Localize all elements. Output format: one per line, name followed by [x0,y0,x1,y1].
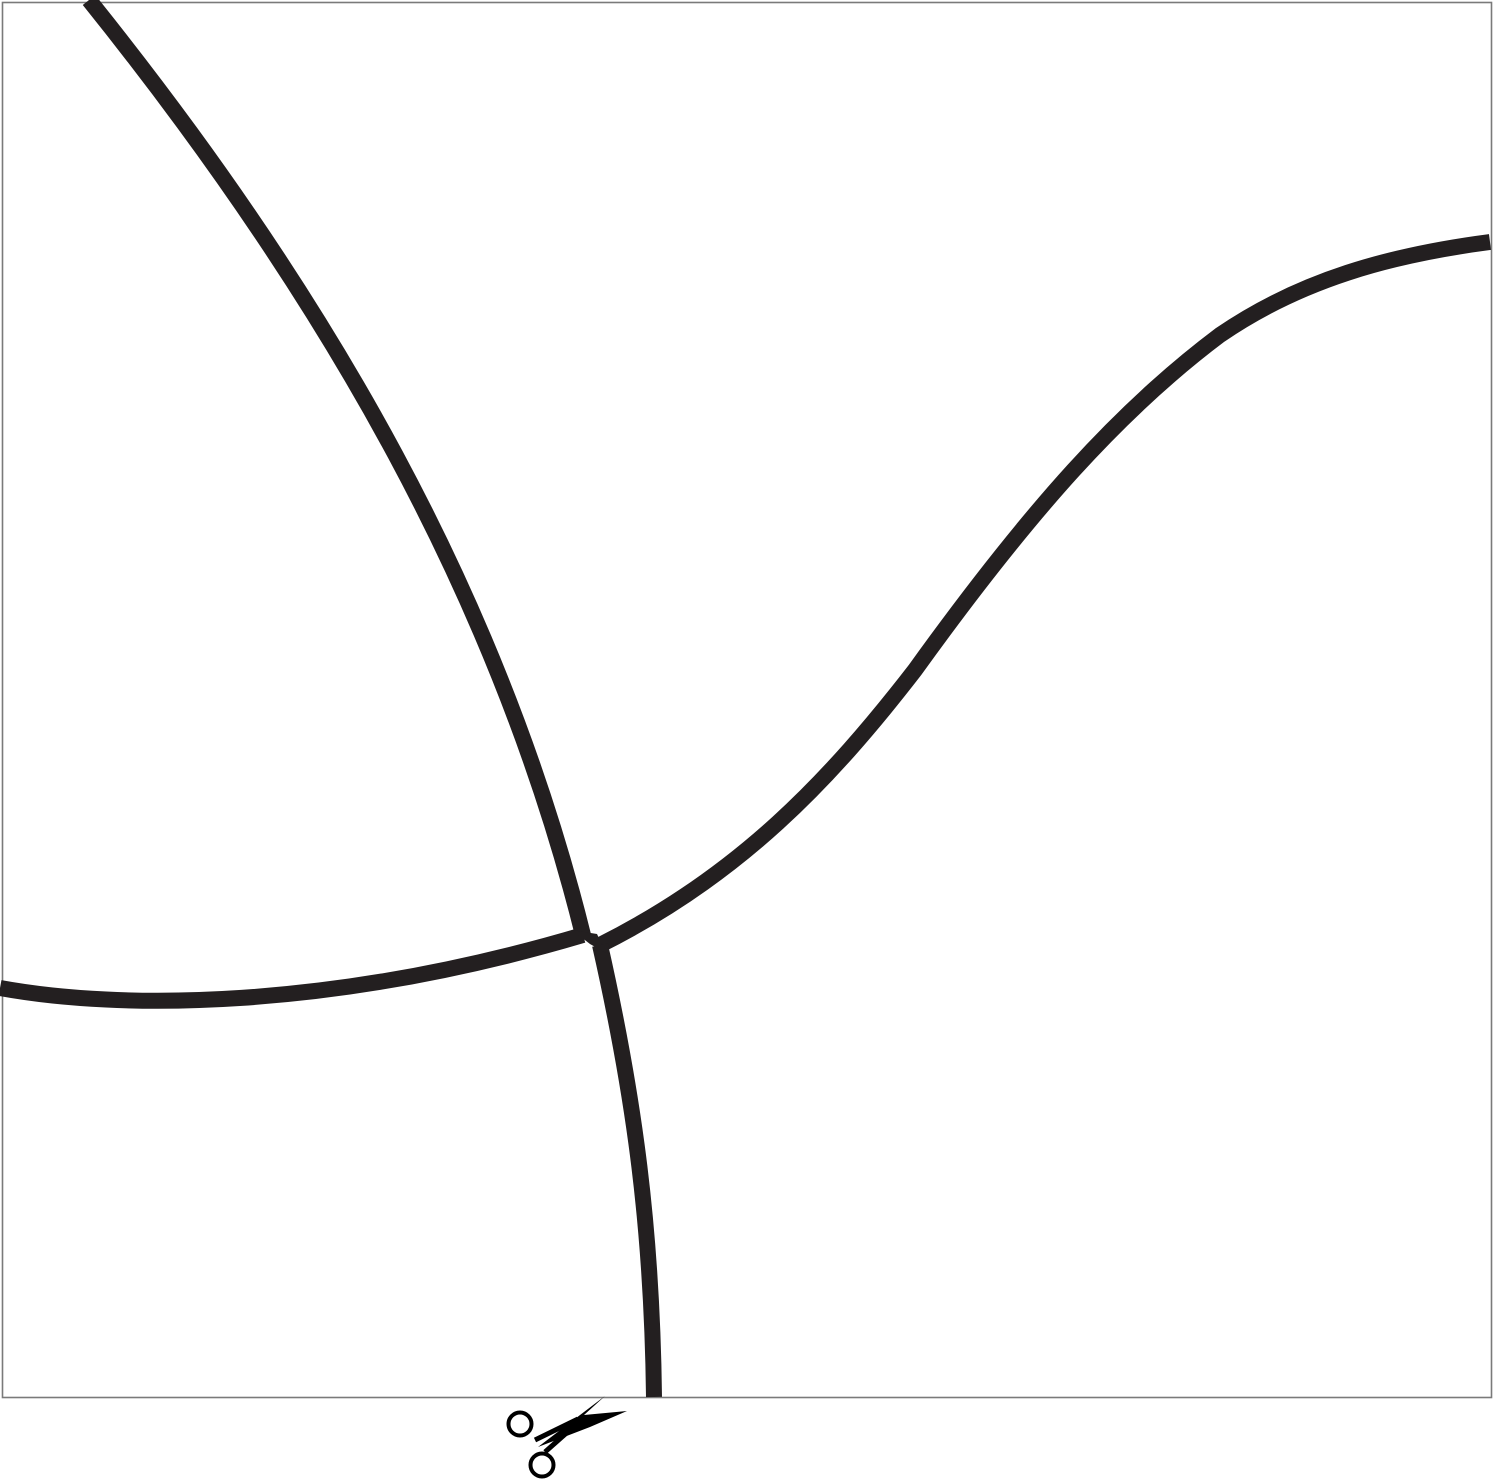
template-frame [1,1,1493,1399]
cut-line-junction [572,930,606,953]
cut-line-bottom-arc [592,943,662,1398]
cut-lines [0,0,1492,1398]
cut-line-s-curve [596,234,1492,953]
cut-line-lower-left-curve [0,927,586,1009]
scissors-icon [506,1396,627,1479]
cut-line-left-arc [82,0,591,937]
